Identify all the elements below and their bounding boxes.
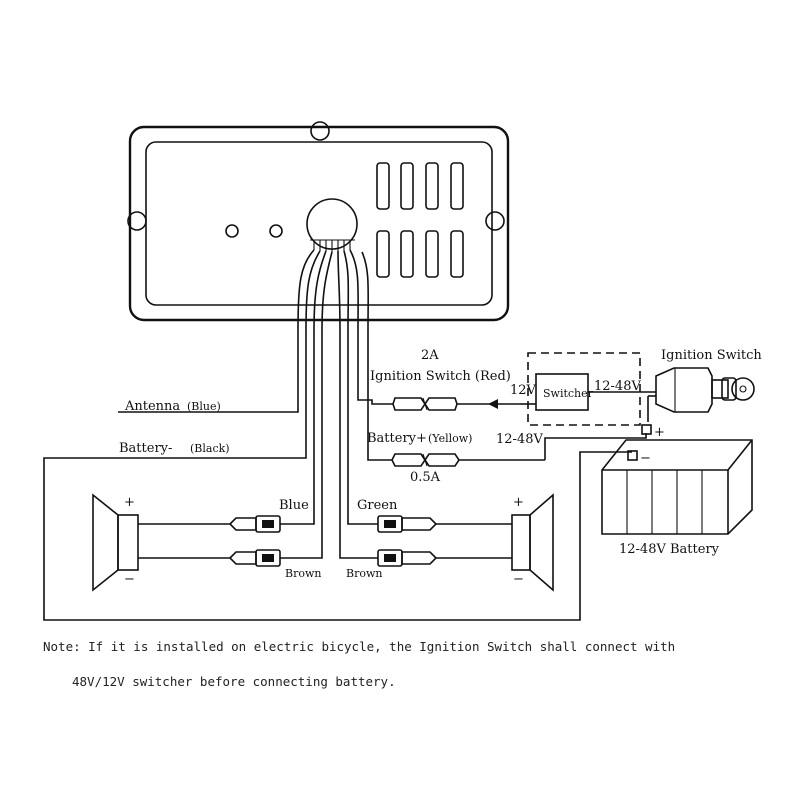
battery-positive-terminal: [641, 424, 652, 435]
ignition-switch-label: Ignition Switch: [661, 348, 762, 363]
wire-blue-label: Blue: [279, 498, 309, 513]
ignition-red-label: Ignition Switch (Red): [370, 369, 511, 384]
key-icon: [731, 377, 755, 401]
fuse-0-5a-label: 0.5A: [410, 470, 441, 485]
battery-title: 12-48V Battery: [619, 542, 720, 557]
battery-positive-color-label: (Yellow): [428, 432, 472, 445]
mid-12-48v-label: 12-48V: [496, 432, 543, 447]
note-line-2: 48V/12V switcher before connecting batte…: [72, 674, 396, 689]
ignition-switch: [647, 367, 755, 422]
battery-negative-color-label: (Black): [190, 442, 230, 455]
fuse-0-5a: [391, 433, 647, 467]
switcher-12-48v-label: 12-48V: [594, 379, 641, 394]
switcher-box: [520, 352, 656, 426]
connector-brown-right: [377, 549, 438, 567]
battery: [601, 424, 753, 535]
speaker-right: [436, 493, 554, 592]
indicator-led-1: [225, 224, 239, 238]
speaker-right-minus: −: [513, 572, 524, 587]
battery-positive-label: Battery+: [367, 431, 427, 446]
wire-green-label: Green: [357, 498, 398, 513]
button-grid: [376, 162, 464, 278]
wire-harness: [43, 249, 632, 621]
connector-green: [377, 515, 438, 533]
battery-minus-sign: −: [640, 451, 651, 466]
speaker-left: [92, 493, 230, 592]
speaker-left-plus: +: [124, 495, 135, 510]
antenna-label: Antenna: [124, 399, 180, 414]
control-unit: [127, 121, 510, 322]
connector-blue: [228, 515, 281, 533]
wire-brown-left-label: Brown: [285, 567, 321, 580]
wire-brown-right-label: Brown: [346, 567, 382, 580]
speaker-left-minus: −: [124, 572, 135, 587]
fuse-2a: [392, 397, 520, 411]
antenna-color-label: (Blue): [187, 400, 221, 413]
battery-negative-terminal: [627, 450, 638, 461]
battery-negative-label: Battery-: [119, 441, 172, 456]
fuse-2a-label: 2A: [421, 348, 439, 363]
indicator-led-2: [269, 224, 283, 238]
battery-plus-sign: +: [654, 425, 665, 440]
switcher-12v-label: 12V: [510, 383, 537, 398]
switcher-label: Switcher: [543, 387, 594, 400]
note-line-1: Note: If it is installed on electric bic…: [43, 639, 675, 654]
connector-brown-left: [228, 549, 281, 567]
speaker-right-plus: +: [513, 495, 524, 510]
